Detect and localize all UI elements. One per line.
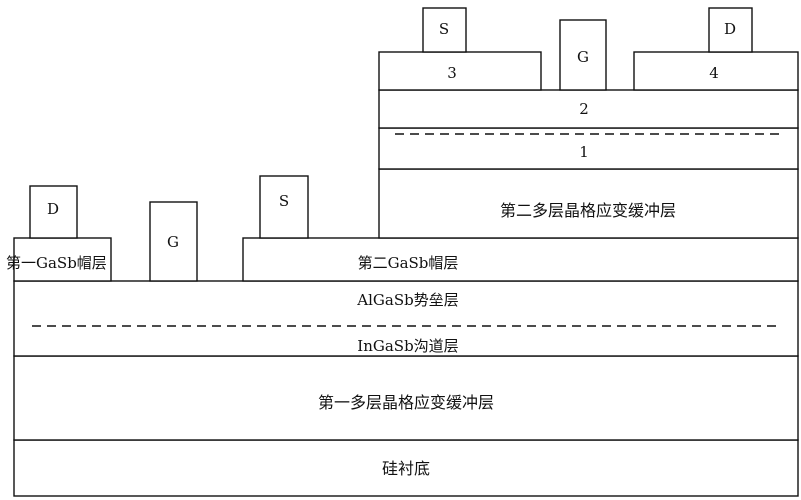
substrate-layer	[13, 439, 799, 497]
layer-3-label: 3	[447, 64, 457, 82]
right-source-label: S	[439, 20, 449, 38]
layer-4-label: 4	[709, 64, 719, 82]
buffer1-label: 第一多层晶格应变缓冲层	[318, 393, 494, 412]
cap2-label: 第二GaSb帽层	[358, 254, 459, 272]
substrate-label: 硅衬底	[382, 459, 430, 478]
barrier-label: AlGaSb势垒层	[356, 291, 458, 309]
right-drain-electrode	[708, 7, 753, 53]
layer-2-label: 2	[579, 100, 589, 118]
left-gate-label: G	[167, 233, 179, 251]
right-source-electrode	[422, 7, 467, 53]
layer-2	[378, 89, 799, 129]
channel-label: InGaSb沟道层	[357, 337, 458, 355]
right-drain-label: D	[724, 20, 736, 38]
left-source-electrode	[259, 175, 309, 239]
buffer2-label: 第二多层晶格应变缓冲层	[500, 201, 676, 220]
cap1-label: 第一GaSb帽层	[6, 254, 107, 272]
left-drain-label: D	[47, 200, 59, 218]
buffer1-layer	[13, 355, 799, 441]
right-gate-electrode	[559, 19, 607, 91]
layer-3	[378, 51, 542, 91]
right-gate-label: G	[577, 48, 589, 66]
layer-4	[633, 51, 799, 91]
left-drain-electrode	[29, 185, 78, 239]
buffer2-layer	[378, 168, 799, 239]
cap2-layer	[242, 237, 799, 282]
layer-1	[378, 127, 799, 170]
left-source-label: S	[279, 192, 289, 210]
layer-1-label: 1	[579, 143, 589, 161]
left-gate-electrode	[149, 201, 198, 282]
